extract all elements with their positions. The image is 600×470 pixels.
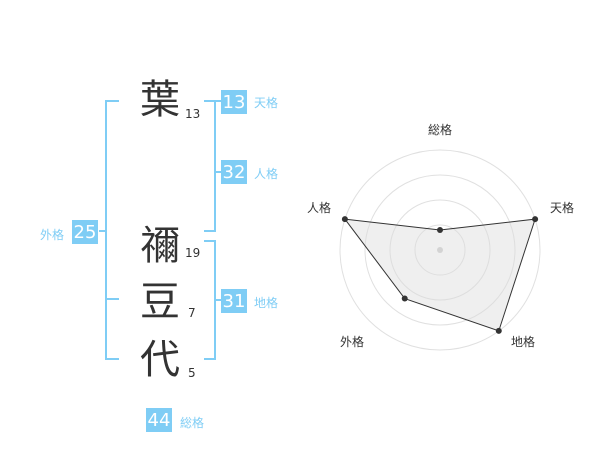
radar-point-0	[437, 227, 443, 233]
radar-axis-label-gaikaku: 外格	[340, 335, 365, 349]
gaikaku-bracket-tick	[105, 298, 119, 300]
stroke-count-1: 13	[185, 107, 201, 121]
radar-point-4	[341, 216, 348, 223]
chikaku-label: 地格	[254, 296, 279, 310]
radar-series-polygon	[343, 218, 536, 332]
stroke-count-2: 19	[185, 246, 201, 260]
radar-grid-ring	[389, 199, 491, 301]
name-char-3: 豆	[140, 279, 180, 325]
radar-grid-ring	[339, 149, 541, 351]
jinkaku-label: 人格	[254, 167, 279, 181]
name-char-1: 葉	[140, 77, 180, 123]
gaikaku-connector	[99, 230, 107, 232]
gaikaku-badge: 25	[72, 220, 98, 244]
name-char-4: 代	[140, 337, 180, 383]
chikaku-connector	[214, 299, 222, 301]
radar-point-1	[532, 216, 539, 223]
tenkaku-connector	[214, 100, 222, 102]
radar-center-dot	[437, 247, 443, 253]
name-char-2: 禰	[140, 223, 180, 269]
tenkaku-badge: 13	[221, 90, 247, 114]
radar-axis-label-tenkaku: 天格	[550, 201, 575, 215]
radar-axis-label-soukaku: 総格	[428, 123, 453, 137]
soukaku-label: 総格	[180, 416, 205, 430]
radar-point-2	[495, 327, 502, 334]
stroke-count-4: 5	[188, 366, 196, 380]
tenkaku-label: 天格	[254, 96, 279, 110]
radar-grid-ring	[414, 224, 466, 276]
radar-grid-ring	[364, 174, 516, 326]
gaikaku-label: 外格	[40, 228, 65, 242]
radar-axis-label-chikaku: 地格	[511, 335, 536, 349]
soukaku-badge: 44	[146, 408, 172, 432]
radar-point-3	[401, 295, 408, 302]
chikaku-badge: 31	[221, 289, 247, 313]
tenkaku-jinkaku-bracket	[204, 100, 216, 232]
stroke-count-3: 7	[188, 306, 196, 320]
radar-axis-label-jinkaku: 人格	[307, 201, 332, 215]
jinkaku-badge: 32	[221, 160, 247, 184]
jinkaku-connector	[214, 171, 222, 173]
